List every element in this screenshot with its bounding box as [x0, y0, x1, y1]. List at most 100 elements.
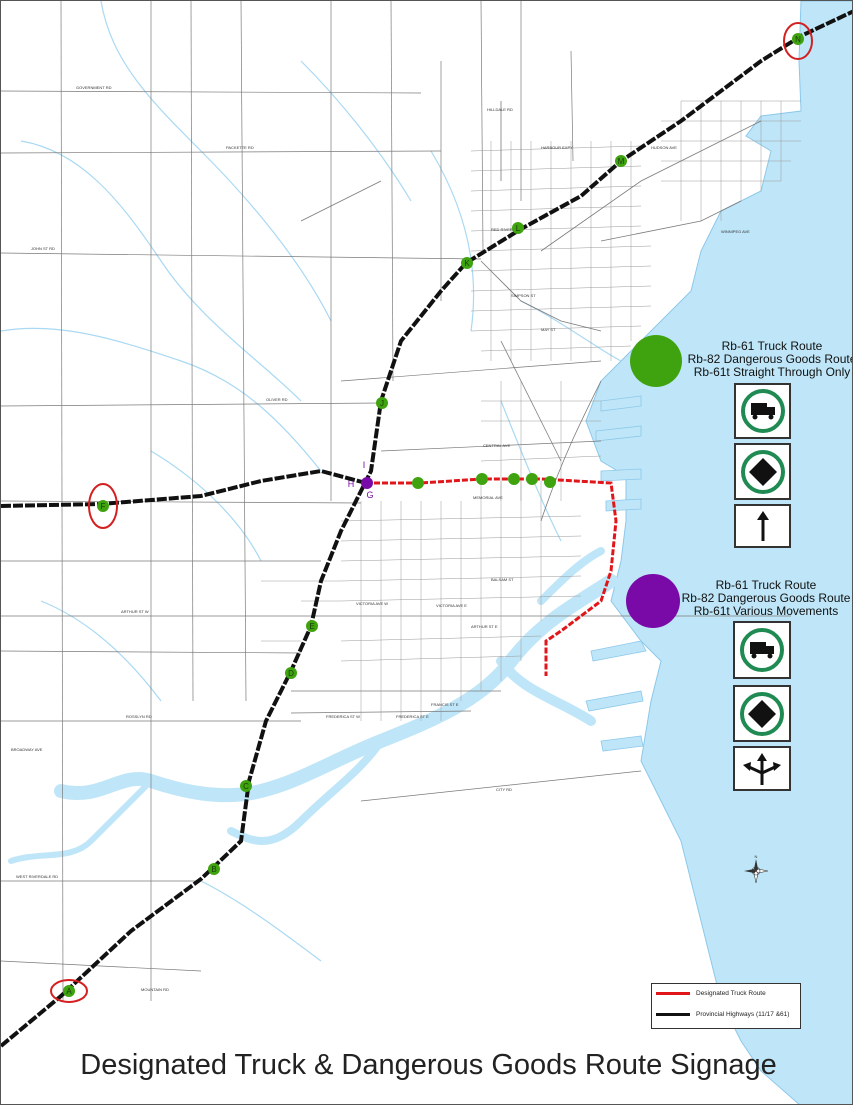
route-marker-label: M: [618, 157, 625, 166]
highlight-circles: [50, 22, 813, 1003]
junction-marker[interactable]: [361, 477, 373, 489]
creeks: [1, 1, 622, 962]
caption-line: Rb-82 Dangerous Goods Route: [687, 352, 853, 366]
route-marker-j[interactable]: [376, 397, 388, 409]
route-marker-e[interactable]: [306, 620, 318, 632]
street-label: ARTHUR ST E: [471, 624, 498, 629]
street-label: SIMPSON ST: [511, 293, 536, 298]
street-label: MAY ST: [541, 327, 556, 332]
route-marker-n[interactable]: [792, 33, 804, 45]
route-marker-c[interactable]: [240, 780, 252, 792]
multi-arrow-icon: [743, 752, 781, 785]
map-title: Designated Truck & Dangerous Goods Route…: [80, 1049, 777, 1081]
street-label: FRANCIS ST E: [431, 702, 459, 707]
route-marker-label: K: [464, 259, 470, 268]
street-label: VICTORIA AVE E: [436, 603, 467, 608]
street-label: RED RIVER RD: [491, 227, 520, 232]
street-label: HUDSON AVE: [651, 145, 677, 150]
legend-row-highways: Provincial Highways (11/17 &61): [656, 1011, 789, 1018]
junction-marker-label-g: G: [366, 490, 373, 500]
street-label: BROADWAY AVE: [11, 747, 43, 752]
green-marker-legend-dot: [630, 335, 682, 387]
highlight-circle-n: [783, 22, 813, 60]
truck-route: [366, 477, 618, 676]
street-label: CENTRAL AVE: [483, 443, 510, 448]
sign-group-caption: Rb-61 Truck Route Rb-82 Dangerous Goods …: [667, 339, 853, 379]
street-label: WEST RIVERDALE RD: [16, 874, 58, 879]
street-label: HILLDALE RD: [487, 107, 513, 112]
street-label: MEMORIAL AVE: [473, 495, 503, 500]
route-marker-a[interactable]: [63, 985, 75, 997]
street-label: BALSAM ST: [491, 577, 514, 582]
route-marker-label: A: [66, 987, 72, 996]
highway-west: [1, 468, 367, 508]
highlight-circle-a: [50, 979, 88, 1003]
dangerous-goods-sign: [734, 443, 791, 500]
route-marker-label: C: [243, 782, 249, 791]
route-marker-f[interactable]: [97, 500, 109, 512]
truck-route-sign: [733, 621, 791, 679]
street-label: OLIVER RD: [266, 397, 288, 402]
route-marker[interactable]: [544, 476, 556, 488]
street-label: FREDERICA ST W: [326, 714, 360, 719]
various-movements-sign: [733, 746, 791, 791]
purple-marker-legend-dot: [626, 574, 680, 628]
diamond-icon: [740, 691, 784, 736]
street-label: ROSSLYN RD: [126, 714, 152, 719]
route-marker-label: E: [309, 622, 314, 631]
arrow-up-icon: [756, 511, 769, 541]
route-marker-label: L: [516, 224, 521, 233]
junction-marker-label-i: I: [363, 460, 366, 470]
route-marker[interactable]: [412, 477, 424, 489]
route-marker-b[interactable]: [208, 863, 220, 875]
compass-rose-icon: N: [744, 854, 769, 884]
street-label: CITY RD: [496, 787, 512, 792]
junction-marker-label-h: H: [348, 479, 355, 489]
lake-water: [585, 1, 852, 1104]
truck-icon: [740, 628, 784, 672]
route-marker-label: J: [380, 399, 384, 408]
harbour-piers: [585, 395, 647, 752]
legend-swatch: [656, 1013, 690, 1016]
street-label: FREDERICA ST E: [396, 714, 429, 719]
legend-label: Designated Truck Route: [696, 990, 766, 997]
route-marker[interactable]: [508, 473, 520, 485]
truck-icon: [740, 389, 785, 433]
caption-line: Rb-61 Truck Route: [721, 339, 823, 353]
river: [8, 547, 618, 864]
street-label: GOVERNMENT RD: [76, 85, 112, 90]
caption-line: Rb-82 Dangerous Goods Route: [681, 591, 851, 605]
route-marker-label: N: [795, 35, 801, 44]
arterials: [300, 101, 762, 522]
route-marker-d[interactable]: [285, 667, 297, 679]
caption-line: Rb-61t Straight Through Only: [693, 365, 851, 379]
dangerous-goods-sign: [733, 685, 791, 742]
svg-text:N: N: [755, 854, 758, 859]
highlight-circle-f: [88, 483, 118, 529]
route-marker-k[interactable]: [461, 257, 473, 269]
truck-route-sign: [734, 383, 791, 439]
street-label: MOUNTAIN RD: [141, 987, 169, 992]
street-label: VICTORIA AVE W: [356, 601, 388, 606]
caption-line: Rb-61t Various Movements: [693, 604, 839, 618]
route-marker-m[interactable]: [615, 155, 627, 167]
street-label: HARBOUR EXPY: [541, 145, 573, 150]
map-legend: Designated Truck Route Provincial Highwa…: [651, 983, 801, 1029]
legend-label: Provincial Highways (11/17 &61): [696, 1011, 790, 1018]
street-label: WINNIPEG AVE: [721, 229, 750, 234]
sign-group-caption: Rb-61 Truck Route Rb-82 Dangerous Goods …: [661, 579, 852, 618]
route-marker[interactable]: [526, 473, 538, 485]
route-marker-label: D: [288, 669, 294, 678]
diamond-icon: [740, 449, 785, 494]
street-label: JOHN ST RD: [31, 246, 55, 251]
street-label: ARTHUR ST W: [121, 609, 149, 614]
route-marker-l[interactable]: [512, 222, 524, 234]
route-marker[interactable]: [476, 473, 488, 485]
route-marker-label: B: [211, 865, 216, 874]
legend-swatch: [656, 992, 690, 995]
route-marker-label: F: [101, 502, 106, 511]
markers: A B C D E F J K L M N IH G: [63, 33, 804, 997]
street-label: PACKETTE RD: [226, 145, 254, 150]
